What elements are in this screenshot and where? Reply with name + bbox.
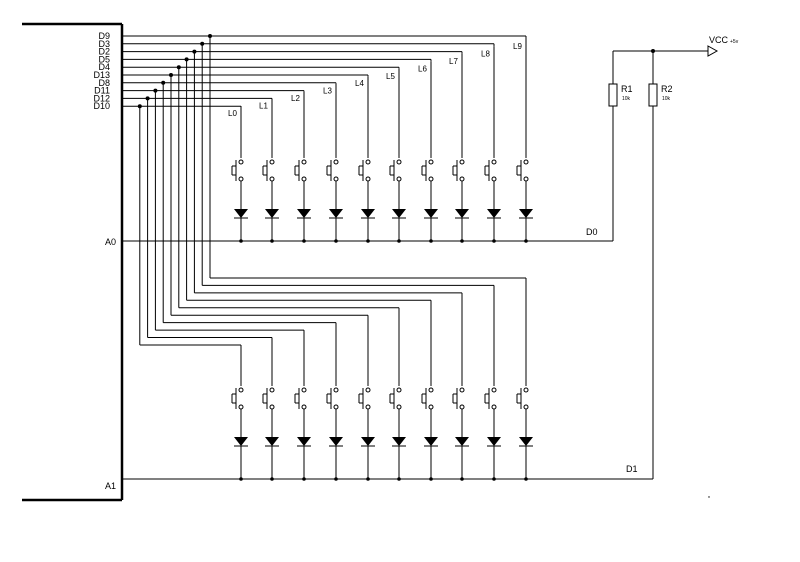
resistor-r2 [648, 83, 658, 107]
pin-label-d9: D9 [98, 31, 110, 41]
diode-lower-6 [424, 437, 438, 479]
switch-upper-2 [294, 159, 307, 209]
resistor-r2-name: R2 [661, 84, 673, 94]
resistor-r2-value: 10k [662, 96, 671, 102]
junction-dot [161, 80, 166, 85]
diode-upper-1 [265, 209, 279, 241]
vcc-label: VCC [709, 35, 729, 45]
diode-upper-9 [519, 209, 533, 241]
pin-label-a0: A0 [105, 237, 116, 247]
pin-label-d4: D4 [98, 62, 110, 72]
diode-upper-2 [297, 209, 311, 241]
pin-label-d2: D2 [98, 47, 110, 57]
pullup-network [608, 45, 719, 479]
pin-label-d13: D13 [93, 70, 110, 80]
switch-lower-9 [516, 387, 529, 437]
pin-label-d3: D3 [98, 39, 110, 49]
pin-label-d12: D12 [93, 93, 110, 103]
led-label-4: L4 [355, 79, 364, 88]
switch-lower-5 [389, 387, 402, 437]
net-label-row1: D1 [626, 464, 638, 474]
diode-upper-8 [487, 209, 501, 241]
switch-lower-1 [262, 387, 275, 437]
led-label-7: L7 [449, 57, 458, 66]
diode-lower-4 [361, 437, 375, 479]
diode-upper-3 [329, 209, 343, 241]
led-label-2: L2 [291, 94, 300, 103]
junction-dot [208, 34, 212, 38]
matrix-wiring [122, 35, 527, 386]
diode-array [234, 209, 533, 479]
pin-label-d10: D10 [93, 101, 110, 111]
junction-dot [200, 41, 205, 46]
switch-upper-6 [421, 159, 434, 209]
switch-lower-0 [231, 387, 244, 437]
switch-array [231, 159, 529, 437]
switch-lower-8 [484, 387, 497, 437]
diode-lower-1 [265, 437, 279, 479]
led-label-6: L6 [418, 64, 427, 73]
diode-lower-9 [519, 437, 533, 479]
diode-lower-5 [392, 437, 406, 479]
junction-dot [137, 104, 142, 109]
switch-lower-3 [326, 387, 339, 437]
led-label-1: L1 [259, 102, 268, 111]
switch-upper-9 [516, 159, 529, 209]
diode-upper-0 [234, 209, 248, 241]
connector-header [22, 22, 124, 502]
diode-upper-4 [361, 209, 375, 241]
resistor-r1-name: R1 [621, 84, 633, 94]
pin-label-d5: D5 [98, 54, 110, 64]
stray-dot [708, 496, 710, 498]
diode-upper-5 [392, 209, 406, 241]
switch-lower-2 [294, 387, 307, 437]
led-label-9: L9 [513, 42, 522, 51]
diode-lower-3 [329, 437, 343, 479]
led-label-5: L5 [386, 72, 395, 81]
junction-dot [192, 49, 197, 54]
pin-label-a1: A1 [105, 481, 116, 491]
led-labels: L0 L1 L2 L3 L4 L5 L6 L7 L8 L9 [228, 42, 522, 118]
junction-dot [184, 57, 189, 62]
led-label-8: L8 [481, 49, 490, 58]
junction-dot [169, 73, 173, 77]
switch-upper-0 [231, 159, 244, 209]
junction-dot [176, 65, 181, 70]
diode-upper-6 [424, 209, 438, 241]
led-label-0: L0 [228, 109, 237, 118]
pin-label-d8: D8 [98, 78, 110, 88]
switch-upper-3 [326, 159, 339, 209]
diode-lower-2 [297, 437, 311, 479]
switch-lower-4 [358, 387, 371, 437]
resistor-r1 [608, 83, 618, 107]
diode-lower-8 [487, 437, 501, 479]
vcc-voltage: +5v [730, 39, 739, 45]
junction-dot [153, 88, 158, 93]
switch-upper-8 [484, 159, 497, 209]
switch-upper-1 [262, 159, 275, 209]
diode-upper-7 [455, 209, 469, 241]
net-label-row0: D0 [586, 227, 598, 237]
switch-upper-4 [358, 159, 371, 209]
junction-dot [145, 96, 150, 101]
switch-upper-5 [389, 159, 402, 209]
switch-lower-6 [421, 387, 434, 437]
vcc-arrow-icon [707, 45, 719, 57]
diode-lower-7 [455, 437, 469, 479]
diode-lower-0 [234, 437, 248, 479]
switch-lower-7 [452, 387, 465, 437]
led-label-3: L3 [323, 87, 332, 96]
junction-dots [137, 34, 528, 481]
pin-label-d11: D11 [94, 86, 110, 96]
switch-upper-7 [452, 159, 465, 209]
resistor-r1-value: 10k [622, 96, 631, 102]
